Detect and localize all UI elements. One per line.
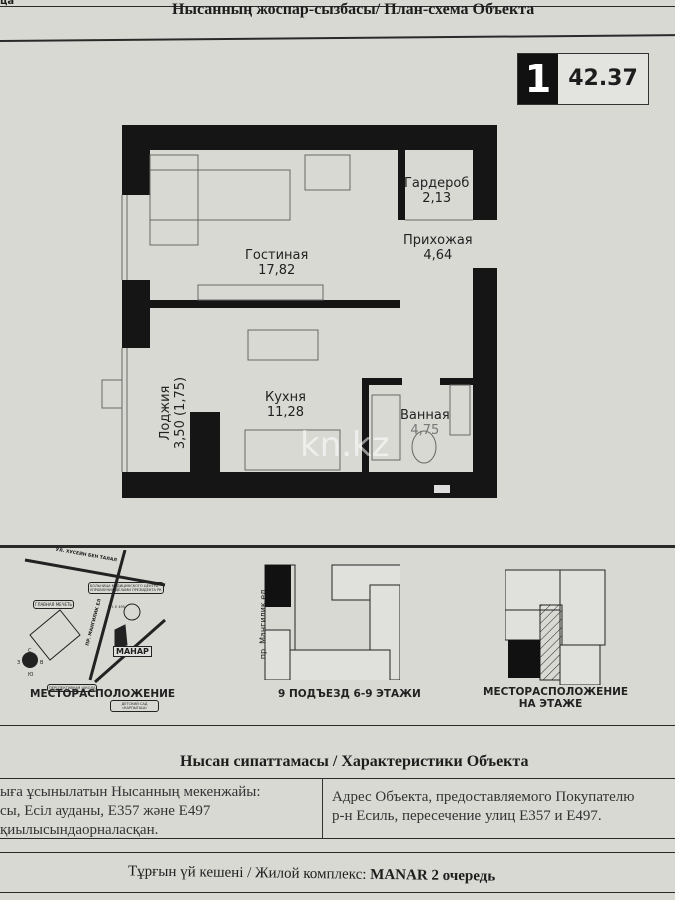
- compass-w: З: [17, 660, 21, 666]
- address-ru: Адрес Объекта, предоставляемого Покупате…: [332, 789, 635, 824]
- watermark: kn.kz: [300, 425, 390, 465]
- furniture: [101, 154, 473, 472]
- building-caption: 9 ПОДЪЕЗД 6-9 ЭТАЖИ: [278, 688, 421, 700]
- school-label: ПЕРСПЕКТИВНАЯ ШКОЛА: [47, 684, 98, 692]
- compass-s: Ю: [28, 672, 34, 678]
- complex-label: МАНАР: [113, 646, 152, 657]
- floor-location: [505, 569, 606, 685]
- vent: [434, 485, 450, 493]
- corner-fragment: ца: [0, 0, 15, 7]
- street2-label: УЛ. Е 495: [108, 605, 125, 609]
- hospital-label: БОЛЬНИЦА МЕДИЦИНСКОГО ЦЕНТРА УПРАВЛЕНИЯ …: [88, 582, 164, 594]
- total-area: 42.37: [568, 66, 638, 91]
- location-caption: МЕСТОРАСПОЛОЖЕНИЕ: [30, 688, 176, 700]
- compass-n: С: [28, 648, 32, 654]
- building-avenue: пр. Мангилик ел: [258, 589, 268, 660]
- compass-e: В: [40, 660, 44, 666]
- kindergarten-label: ДЕТСКИЙ САД «КАРЛЫГАШ»: [110, 700, 159, 712]
- apartment-badge: 1 42.37: [517, 53, 649, 105]
- address-kz: ыға ұсынылатын Нысанның мекенжайы:сы, Ес…: [0, 784, 261, 838]
- characteristics-title: Нысан сипаттамасы / Характеристики Объек…: [180, 753, 529, 770]
- building-plan: [264, 564, 400, 680]
- residential-complex: Тұрғын үй кешені / Жилой комплекс: MANAR…: [127, 863, 496, 885]
- rooms-count: 1: [518, 54, 558, 104]
- mosque-label: ГЛАВНАЯ МЕЧЕТЬ: [33, 600, 75, 609]
- floor-plan: [101, 125, 497, 498]
- page-title: Нысанның жоспар-сызбасы/ План-схема Объе…: [172, 1, 535, 18]
- walls: [122, 125, 497, 498]
- column-divider: [322, 778, 323, 838]
